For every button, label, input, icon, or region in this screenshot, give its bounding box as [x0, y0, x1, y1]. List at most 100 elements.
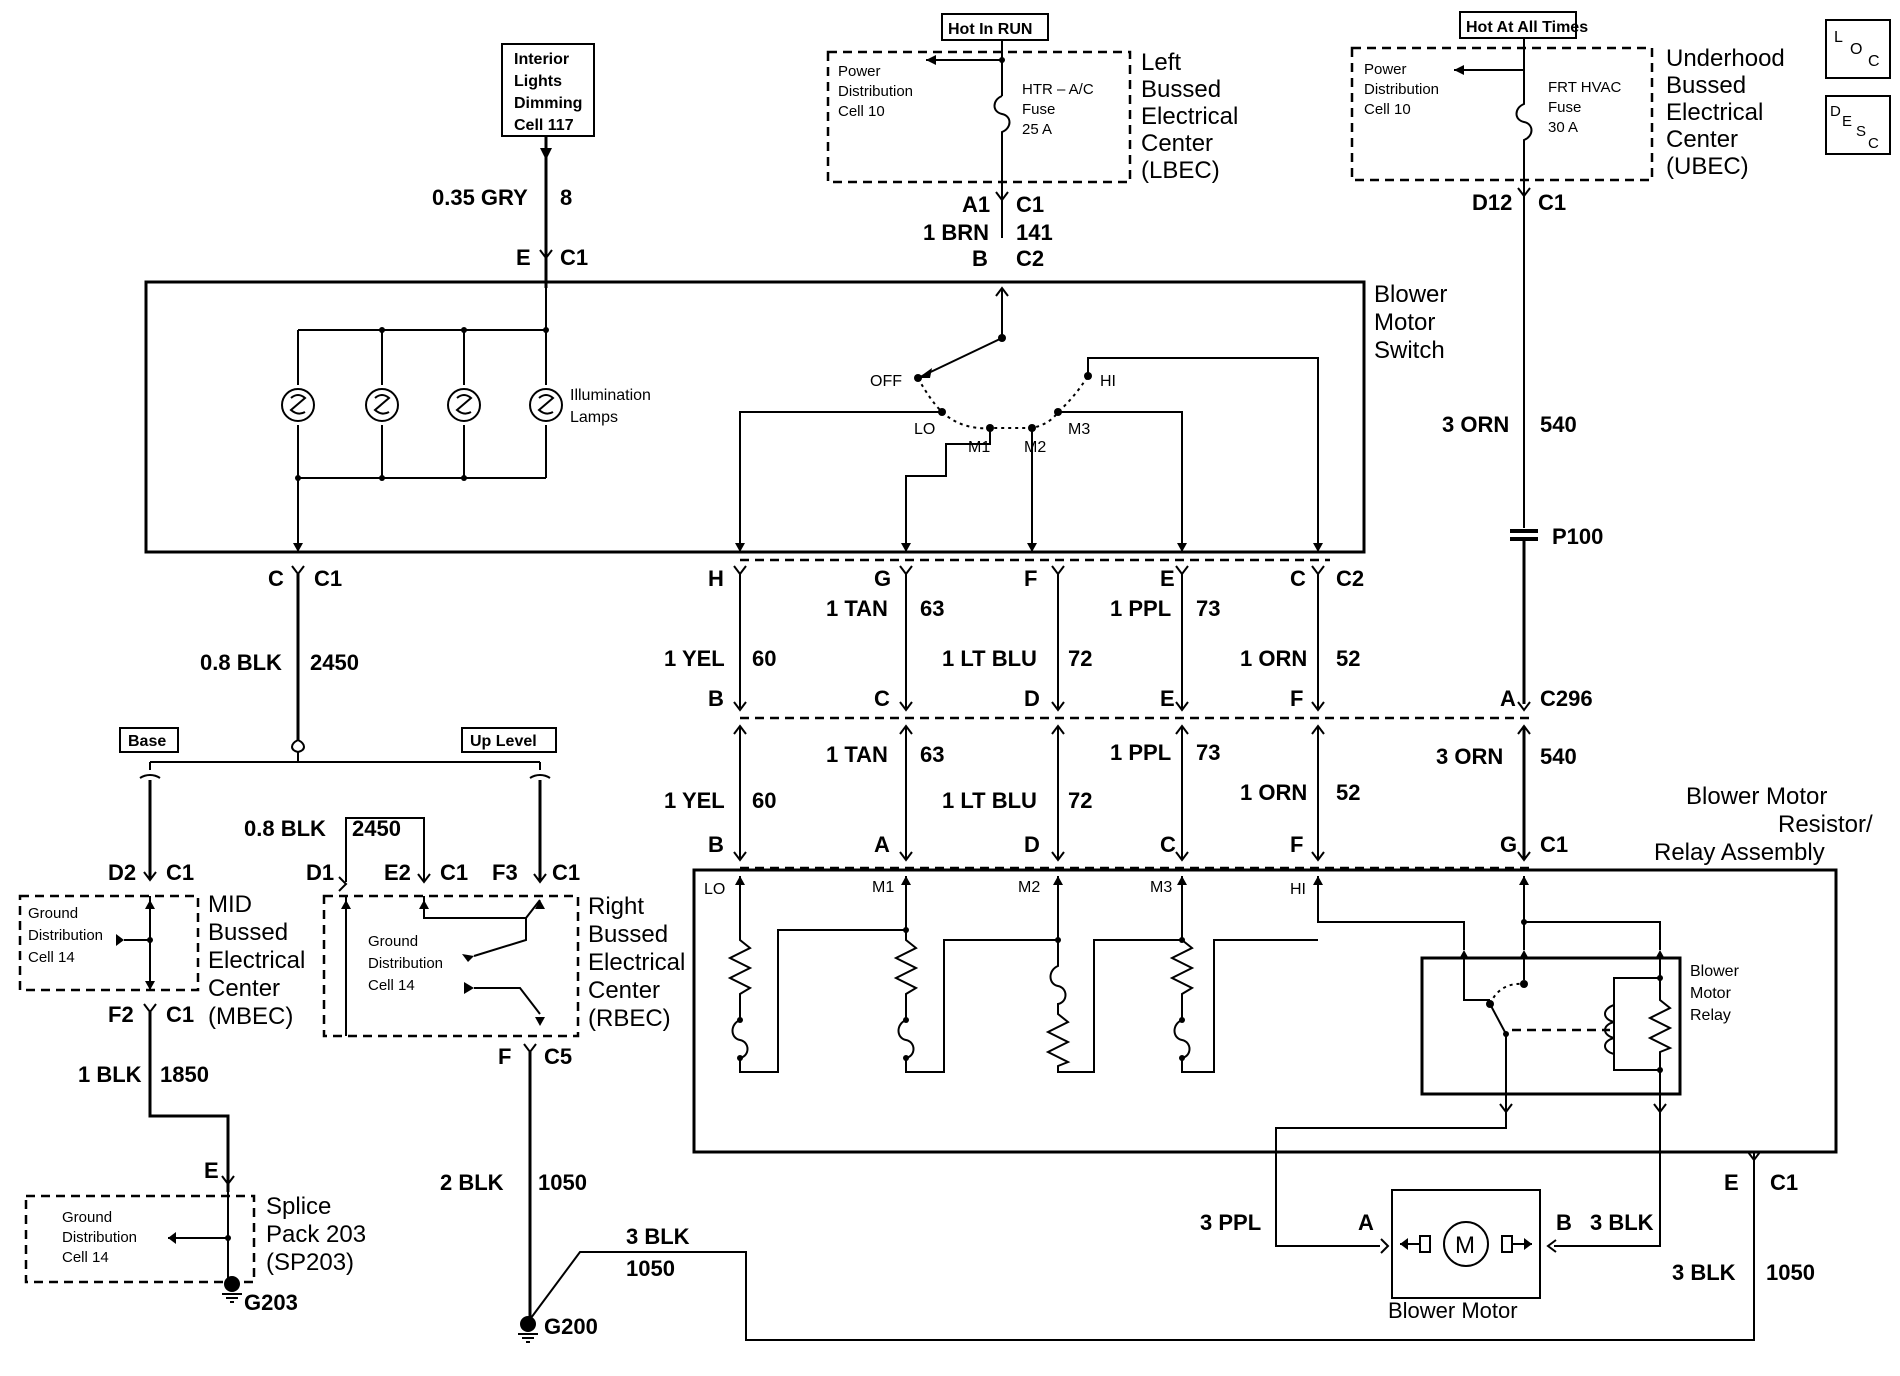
blower-motor: M Blower Motor	[1388, 1189, 1541, 1323]
ltblu-circuit: 72	[1068, 646, 1092, 671]
svg-text:52: 52	[1336, 780, 1360, 805]
svg-text:Motor: Motor	[1690, 985, 1732, 1002]
svg-text:Cell 14: Cell 14	[28, 949, 75, 966]
svg-text:Distribution: Distribution	[62, 1229, 137, 1246]
ppl3-gauge: 3 PPL	[1200, 1210, 1261, 1235]
svg-text:C5: C5	[544, 1044, 572, 1069]
svg-text:Cell 14: Cell 14	[368, 977, 415, 994]
svg-text:C1: C1	[166, 1002, 194, 1027]
svg-text:A1: A1	[962, 192, 990, 217]
svg-text:F2: F2	[108, 1002, 134, 1027]
loc-icon[interactable]: L O C	[1825, 19, 1891, 79]
svg-text:Electrical: Electrical	[1666, 99, 1763, 126]
blk-circuit: 2450	[310, 650, 359, 675]
svg-text:Ground: Ground	[368, 933, 418, 950]
svg-text:3 BLK: 3 BLK	[1590, 1210, 1654, 1235]
lbec-label: Left Bussed Electrical Center (LBEC)	[1141, 49, 1238, 184]
interior-lights-dimming-box: Interior Lights Dimming Cell 117	[501, 43, 595, 137]
svg-text:C1: C1	[440, 860, 468, 885]
svg-text:M: M	[1455, 1232, 1475, 1259]
svg-text:Fuse: Fuse	[1022, 101, 1055, 118]
svg-text:Electrical: Electrical	[1141, 103, 1238, 130]
svg-text:Relay: Relay	[1690, 1007, 1731, 1024]
svg-text:E: E	[1160, 686, 1175, 711]
svg-text:E: E	[1724, 1170, 1739, 1195]
svg-text:Center: Center	[588, 977, 660, 1004]
orn-circuit: 540	[1540, 412, 1577, 437]
resistor-lo	[727, 876, 906, 1073]
switch-positions: OFF HI LO M1 M2 M3	[870, 372, 1116, 456]
svg-text:D2: D2	[108, 860, 136, 885]
svg-text:(RBEC): (RBEC)	[588, 1005, 671, 1032]
svg-text:Blower Motor: Blower Motor	[1686, 783, 1827, 810]
svg-text:C2: C2	[1016, 246, 1044, 271]
svg-text:E: E	[204, 1158, 219, 1183]
svg-text:C: C	[1160, 832, 1176, 857]
svg-text:Relay Assembly: Relay Assembly	[1654, 839, 1825, 866]
svg-text:M1: M1	[968, 439, 990, 456]
svg-text:F3: F3	[492, 860, 518, 885]
svg-text:E2: E2	[384, 860, 411, 885]
svg-text:Fuse: Fuse	[1548, 99, 1581, 116]
resistor-m3	[1169, 876, 1318, 1073]
svg-text:Bussed: Bussed	[1141, 76, 1221, 103]
svg-text:Motor: Motor	[1374, 309, 1435, 336]
svg-text:F: F	[1290, 832, 1303, 857]
blk1850-circuit: 1850	[160, 1062, 209, 1087]
ubec-label: Underhood Bussed Electrical Center (UBEC…	[1666, 45, 1785, 180]
svg-text:M1: M1	[872, 879, 894, 896]
svg-text:Blower: Blower	[1374, 281, 1447, 308]
mbec-label: MID Bussed Electrical Center (MBEC)	[208, 891, 305, 1030]
hot-at-all-times-label: Hot At All Times	[1466, 19, 1588, 36]
svg-text:Distribution: Distribution	[838, 83, 913, 100]
svg-text:E: E	[1842, 113, 1852, 130]
svg-text:M2: M2	[1024, 439, 1046, 456]
svg-text:Power: Power	[1364, 61, 1407, 78]
svg-text:D: D	[1024, 686, 1040, 711]
svg-text:Electrical: Electrical	[208, 947, 305, 974]
svg-text:C: C	[1290, 566, 1306, 591]
svg-text:Cell 10: Cell 10	[838, 103, 885, 120]
orn52-circuit: 52	[1336, 646, 1360, 671]
svg-text:E: E	[1160, 566, 1175, 591]
blower-motor-switch-label: Blower Motor Switch	[1374, 281, 1447, 364]
blower-motor-relay: Blower Motor Relay	[1420, 956, 1740, 1096]
option-up-level: Up Level	[461, 727, 557, 753]
svg-text:Up Level: Up Level	[470, 733, 537, 750]
svg-text:C2: C2	[1336, 566, 1364, 591]
svg-text:HI: HI	[1290, 881, 1306, 898]
svg-text:S: S	[1856, 123, 1866, 140]
resistor-relay-assembly-box	[692, 868, 1838, 1154]
yel-circuit: 60	[752, 646, 776, 671]
resistor-m1	[893, 876, 1058, 1073]
svg-text:C: C	[268, 566, 284, 591]
desc-icon[interactable]: D E S C	[1825, 95, 1891, 155]
svg-text:Right: Right	[588, 893, 644, 920]
svg-text:Ground: Ground	[28, 905, 78, 922]
svg-text:F: F	[1290, 686, 1303, 711]
svg-text:1 ORN: 1 ORN	[1240, 780, 1307, 805]
svg-text:C1: C1	[552, 860, 580, 885]
svg-text:Underhood: Underhood	[1666, 45, 1785, 72]
splice-pack-box: Ground Distribution Cell 14	[24, 1194, 256, 1284]
svg-text:Left: Left	[1141, 49, 1181, 76]
svg-text:Distribution: Distribution	[28, 927, 103, 944]
svg-text:Splice: Splice	[266, 1193, 331, 1220]
svg-text:3 BLK: 3 BLK	[626, 1224, 690, 1249]
svg-text:FRT HVAC: FRT HVAC	[1548, 79, 1622, 96]
svg-text:1 LT BLU: 1 LT BLU	[942, 788, 1037, 813]
svg-text:M3: M3	[1150, 879, 1172, 896]
svg-text:Cell 117: Cell 117	[514, 117, 574, 134]
ppl-circuit: 73	[1196, 596, 1220, 621]
svg-text:F: F	[498, 1044, 511, 1069]
brn-gauge: 1 BRN	[923, 220, 989, 245]
svg-text:Center: Center	[1141, 130, 1213, 157]
svg-text:G: G	[1500, 832, 1517, 857]
blower-motor-switch-box	[144, 280, 1366, 554]
svg-text:Power: Power	[838, 63, 881, 80]
svg-text:A: A	[1500, 686, 1516, 711]
svg-text:MID: MID	[208, 891, 252, 918]
orn-gauge: 3 ORN	[1442, 412, 1509, 437]
svg-text:Distribution: Distribution	[1364, 81, 1439, 98]
